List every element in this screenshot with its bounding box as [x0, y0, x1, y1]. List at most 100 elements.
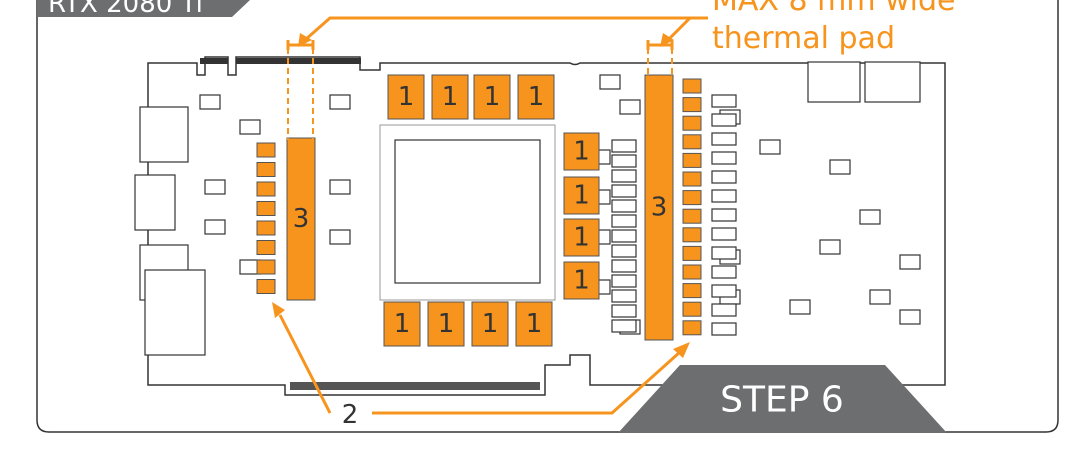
thermal-pad: [517, 74, 555, 120]
thermal-pad: [256, 220, 276, 236]
smd-component: [611, 184, 637, 198]
callout-arrows: [272, 16, 708, 415]
smd-component: [711, 246, 737, 260]
smd-component: [899, 254, 921, 270]
smd-component: [711, 170, 737, 184]
pad-label: 1: [573, 266, 590, 296]
pad-label: 1: [528, 82, 545, 112]
io-port: [144, 269, 206, 356]
smd-component: [619, 99, 641, 115]
smd-component: [611, 244, 637, 258]
step-banner: STEP 6: [618, 365, 947, 433]
thermal-pad: [256, 240, 276, 255]
callout-line2: thermal pad: [712, 21, 895, 56]
thermal-pad: [256, 279, 276, 294]
callout-line1: MAX 8 mm wide: [712, 0, 955, 18]
pad-label: 1: [484, 82, 501, 112]
thermal-pad: [682, 320, 702, 336]
power-connector: [864, 61, 921, 103]
pad-label-2: 2: [342, 400, 359, 430]
thermal-pad: [682, 227, 702, 243]
smd-component: [611, 319, 637, 333]
smd-component: [599, 74, 621, 90]
smd-component: [611, 229, 637, 243]
frame: [36, 0, 1059, 433]
pcb-outline: [147, 56, 946, 396]
thermal-pad: [256, 142, 276, 158]
smd-component: [899, 309, 921, 325]
smd-component: [859, 209, 881, 225]
smd-component: [611, 274, 637, 288]
smd-component: [789, 299, 811, 315]
smd-component: [711, 265, 737, 279]
thermal-pad: [682, 283, 702, 299]
smd-component: [329, 179, 351, 195]
smd-component: [711, 113, 737, 127]
smd-component: [869, 289, 891, 305]
smd-component: [711, 303, 737, 317]
thermal-pad: [427, 301, 465, 347]
thermal-pad: [682, 245, 702, 261]
smd-component: [611, 154, 637, 168]
title-tab-text: RTX 2080 Ti: [48, 0, 203, 19]
smd-component: [611, 199, 637, 213]
thermal-pad: [682, 134, 702, 150]
pad-label: 1: [482, 309, 499, 339]
thermal-pad: [256, 181, 276, 197]
smd-component: [204, 219, 226, 235]
thermal-pad: [682, 208, 702, 224]
smd-component: [611, 139, 637, 153]
smd-component: [759, 139, 781, 155]
thermal-pad: [256, 259, 276, 275]
smd-component: [711, 151, 737, 165]
thermal-pad: [682, 97, 702, 113]
smd-component: [204, 179, 226, 195]
thermal-pad: [383, 301, 421, 347]
smd-component: [239, 119, 261, 135]
smd-component: [611, 289, 637, 303]
smd-component: [611, 169, 637, 183]
thermal-pad: [256, 201, 276, 216]
smd-component: [611, 214, 637, 228]
thermal-pad: [563, 176, 600, 215]
pad-label: 1: [573, 181, 590, 211]
pad-label: 1: [573, 137, 590, 167]
smd-component: [611, 304, 637, 318]
thermal-pad: [682, 78, 702, 94]
pad-label: 1: [526, 309, 543, 339]
thermal-pad: [256, 162, 276, 177]
thermal-pad: [563, 132, 600, 171]
thermal-pad: [431, 74, 469, 120]
pad-label: 1: [398, 82, 415, 112]
smd-component: [829, 159, 851, 175]
smd-component: [711, 284, 737, 298]
step-label: STEP 6: [720, 380, 844, 421]
pad-label: 1: [442, 82, 459, 112]
thermal-pad: [515, 301, 553, 347]
smd-component: [329, 229, 351, 245]
thermal-pad: [682, 115, 702, 131]
pad-label: 1: [438, 309, 455, 339]
thermal-pad: [682, 301, 702, 317]
io-port: [139, 106, 189, 163]
smd-component: [711, 189, 737, 203]
smd-component: [711, 94, 737, 108]
smd-component: [711, 208, 737, 222]
thermal-pad: [286, 137, 316, 301]
pad-label: 3: [651, 193, 668, 223]
smd-component: [819, 239, 841, 255]
thermal-pad: [563, 218, 600, 257]
thermal-pad: [644, 74, 674, 341]
smd-component: [199, 94, 221, 110]
power-connector: [807, 61, 861, 103]
thermal-pad: [387, 74, 425, 120]
thermal-pad: [563, 261, 600, 300]
thermal-pad: [682, 171, 702, 187]
smd-component: [611, 259, 637, 273]
thermal-pad: [473, 74, 511, 120]
thermal-pad: [682, 190, 702, 206]
pad-label: 1: [394, 309, 411, 339]
smd-component: [329, 94, 351, 110]
